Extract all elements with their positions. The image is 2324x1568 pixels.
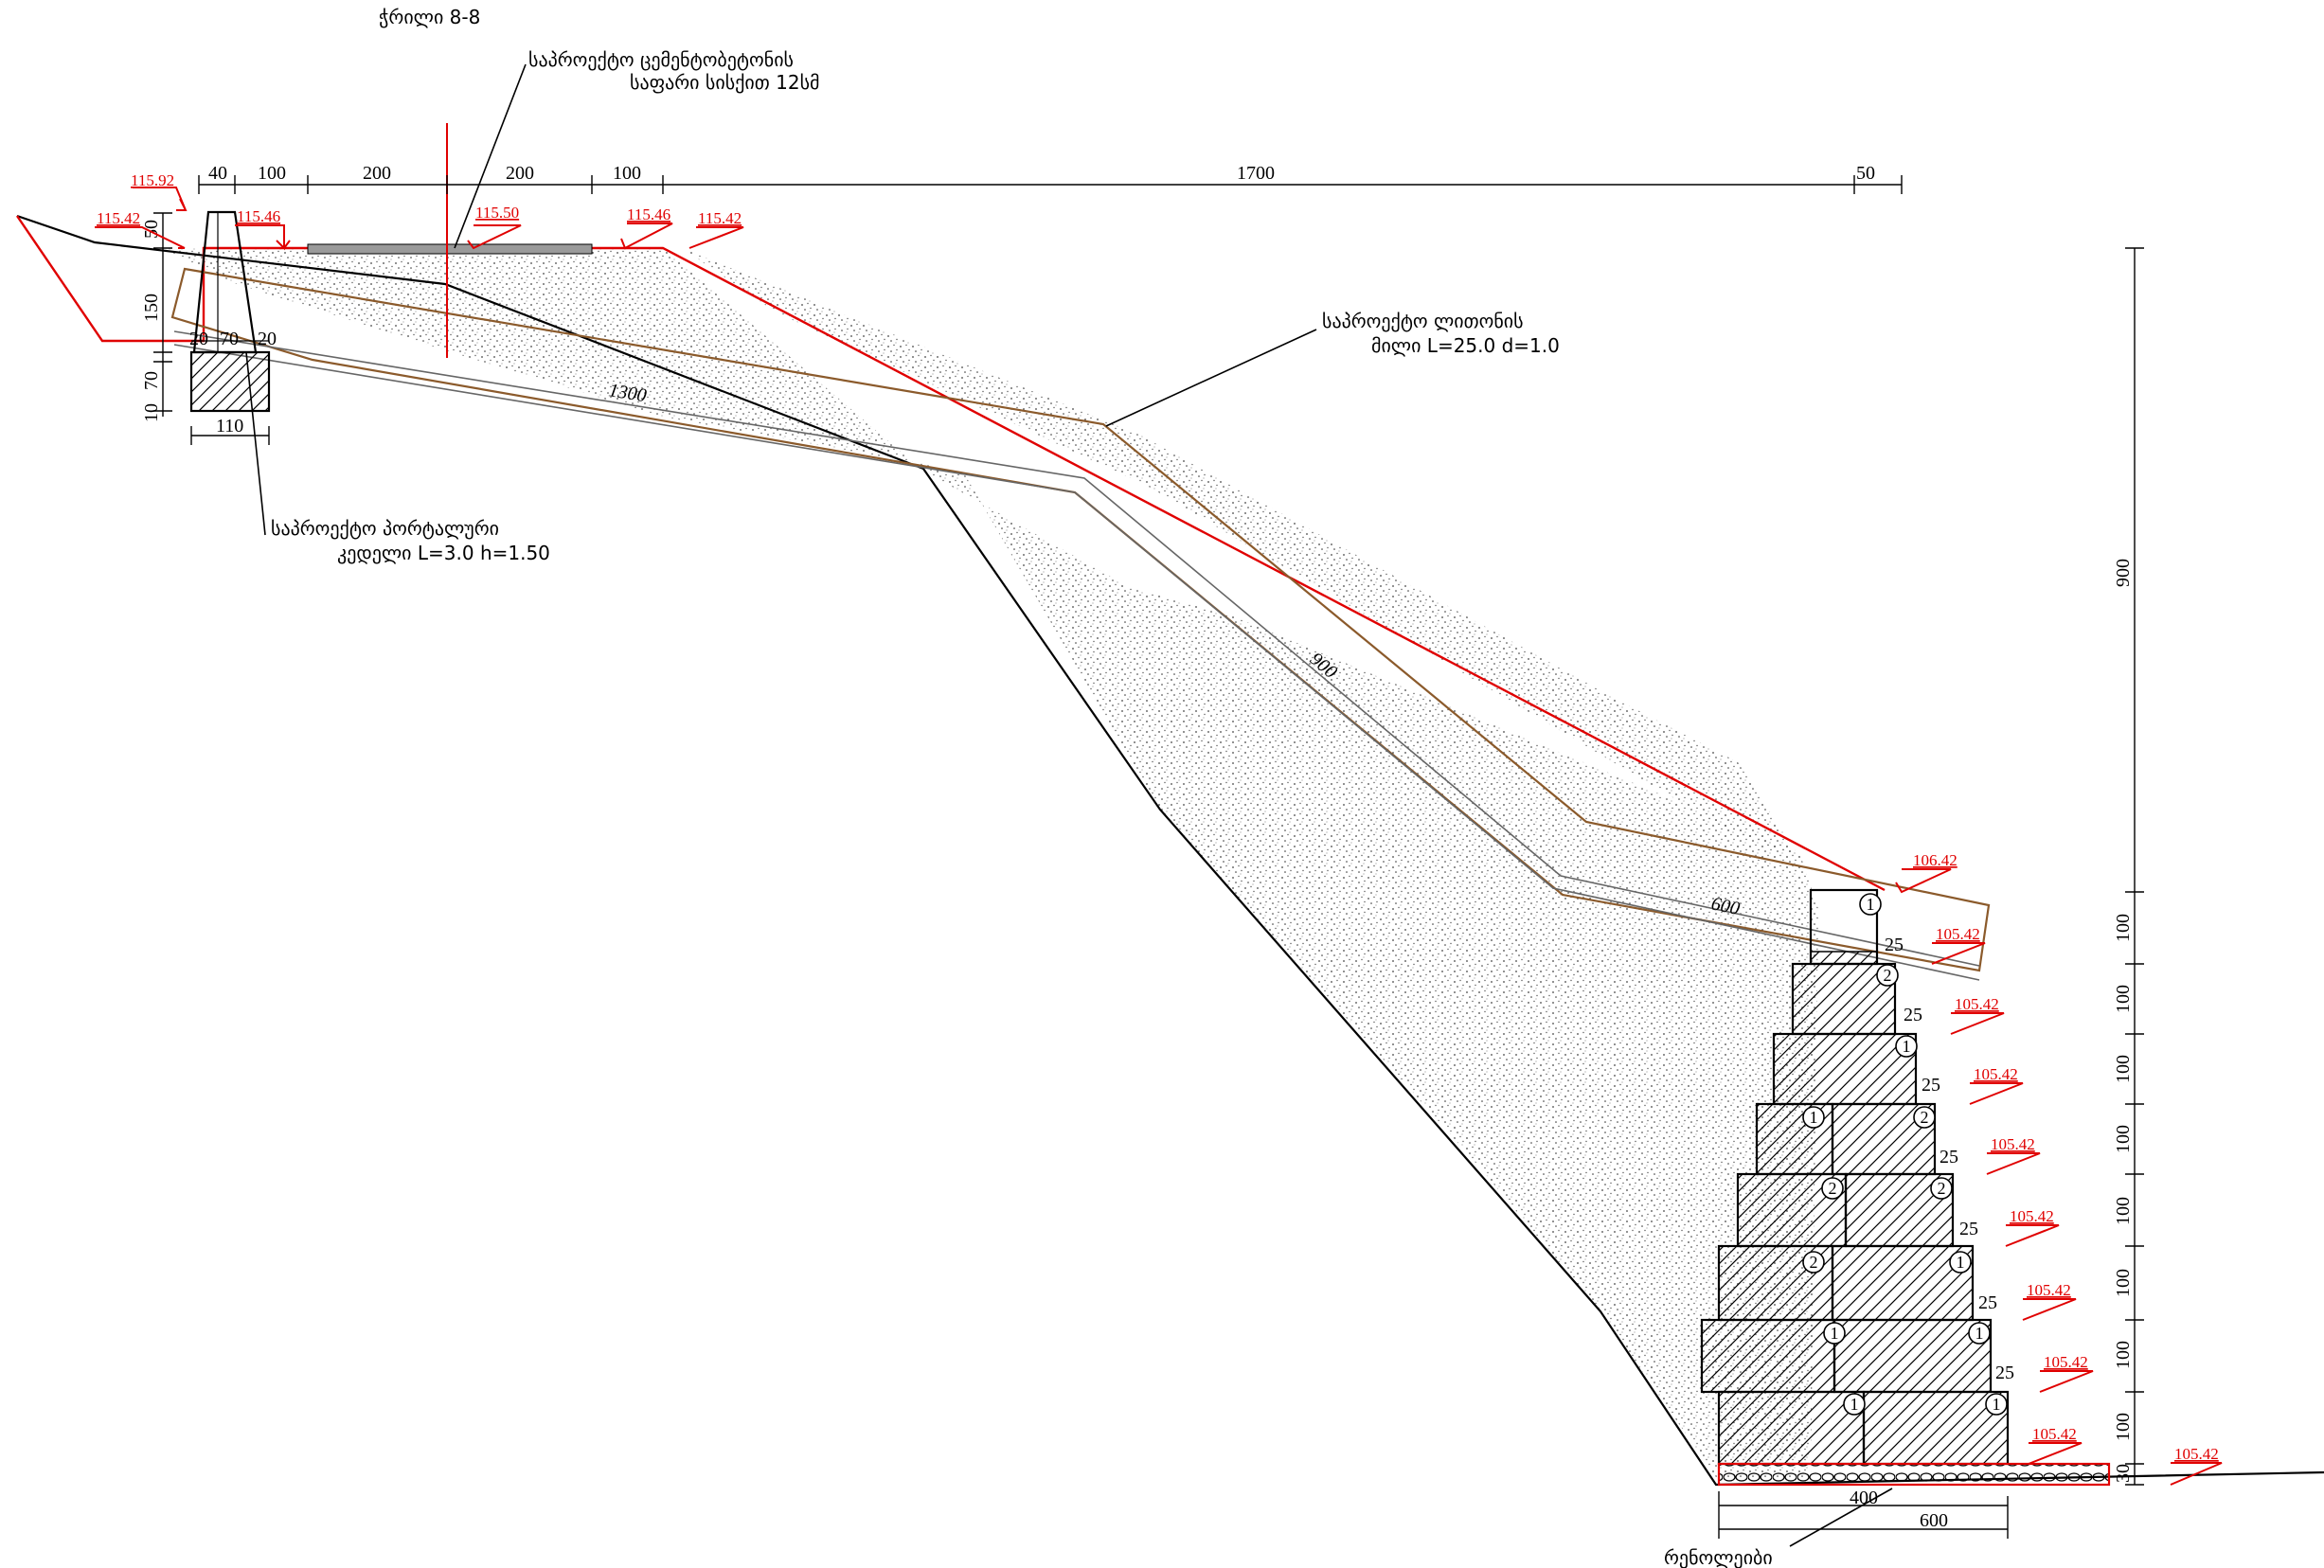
right-dim-100: 100 <box>2113 1055 2134 1083</box>
top-dim-1700: 1700 <box>1237 163 1275 184</box>
left-dim-70: 70 <box>141 371 162 390</box>
top-dimension-line <box>198 175 1903 194</box>
block-number: 2 <box>1810 1253 1818 1272</box>
top-dim-50: 50 <box>1856 163 1875 184</box>
elevation-label: 105.42 <box>2044 1353 2088 1371</box>
elevation-label: 105.42 <box>1991 1135 2035 1153</box>
elevation-label: 115.46 <box>627 205 670 223</box>
elevation-label: 105.42 <box>2174 1445 2219 1463</box>
right-dim-100: 100 <box>2113 1125 2134 1153</box>
step-offset: 25 <box>1904 1005 1922 1025</box>
leader-lines <box>245 63 1893 1547</box>
portal-note-line1: საპროექტო პორტალური <box>271 517 499 540</box>
backfill-sand <box>161 248 1818 1477</box>
left-dim-110: 110 <box>216 416 243 437</box>
right-dim-100: 100 <box>2113 1269 2134 1297</box>
step-offset: 25 <box>1885 935 1904 955</box>
pipe-note-line1: საპროექტო ლითონის <box>1322 310 1524 332</box>
block-number: 1 <box>1831 1324 1839 1343</box>
left-dim-70w: 70 <box>220 329 239 349</box>
elevation-label: 106.42 <box>1913 851 1958 869</box>
top-dim-200a: 200 <box>363 163 391 184</box>
concrete-pavement <box>307 243 593 255</box>
gabion-wall <box>1700 888 2111 1487</box>
block-number: 2 <box>1829 1179 1837 1198</box>
elevation-label: 105.42 <box>1974 1065 2018 1083</box>
section-title: ჭრილი 8-8 <box>379 6 480 28</box>
right-dim-100: 100 <box>2113 1341 2134 1369</box>
block-number: 2 <box>1938 1179 1946 1198</box>
block-number: 1 <box>1810 1108 1818 1127</box>
block-number: 1 <box>1867 895 1875 914</box>
step-offset: 25 <box>1959 1219 1978 1239</box>
existing-ground-line <box>16 214 2324 1487</box>
design-surface-line <box>16 215 1886 892</box>
elevation-label: 105.42 <box>2010 1207 2054 1225</box>
elevation-label: 105.42 <box>1936 925 1980 943</box>
top-dim-200b: 200 <box>506 163 534 184</box>
step-offset: 25 <box>1922 1075 1940 1096</box>
left-dim-10: 10 <box>141 403 162 422</box>
base-dimension-lines <box>1718 1491 2009 1539</box>
block-number: 1 <box>1850 1395 1859 1414</box>
portal-note-line2: კედელი L=3.0 h=1.50 <box>337 542 550 564</box>
elevation-label: 105.42 <box>2032 1425 2077 1443</box>
step-offset: 25 <box>1995 1363 2014 1383</box>
right-dimension-lines <box>2125 247 2144 1486</box>
block-number: 1 <box>1903 1037 1911 1056</box>
step-offset: 25 <box>1940 1147 1958 1167</box>
top-dim-100b: 100 <box>613 163 641 184</box>
top-dim-100a: 100 <box>258 163 286 184</box>
left-dim-20a: 20 <box>189 329 208 349</box>
right-dim-30: 30 <box>2113 1464 2134 1483</box>
base-dim-400: 400 <box>1850 1488 1878 1508</box>
block-number: 1 <box>1957 1253 1965 1272</box>
top-dim-40: 40 <box>208 163 227 184</box>
steel-pipe <box>173 330 1980 981</box>
block-number: 1 <box>1975 1324 1984 1343</box>
portal-wall <box>189 210 271 413</box>
elevation-label: 115.46 <box>237 207 280 225</box>
base-dim-600: 600 <box>1920 1510 1948 1531</box>
mattress-note: რენოლეიბი <box>1664 1546 1773 1568</box>
concrete-note-line2: საფარი სისქით 12სმ <box>630 71 819 94</box>
right-dim-100: 100 <box>2113 1413 2134 1441</box>
trench-outline <box>170 267 1991 972</box>
left-dim-20b: 20 <box>258 329 277 349</box>
concrete-note-line1: საპროექტო ცემენტობეტონის <box>528 48 794 71</box>
block-number-circles <box>1802 893 2008 1416</box>
block-number: 1 <box>1993 1395 2001 1414</box>
elevation-label: 115.42 <box>698 209 742 227</box>
elevation-label: 115.50 <box>475 204 519 222</box>
elevation-label: 115.42 <box>97 209 140 227</box>
left-dim-150: 150 <box>141 294 162 322</box>
right-dim-100: 100 <box>2113 985 2134 1013</box>
right-dim-100: 100 <box>2113 1197 2134 1225</box>
block-number: 2 <box>1884 966 1892 985</box>
left-dimension-lines <box>153 212 270 445</box>
block-number: 2 <box>1921 1108 1929 1127</box>
elevation-label: 105.42 <box>2027 1281 2071 1299</box>
elevation-label: 115.92 <box>131 171 174 189</box>
right-dim-100: 100 <box>2113 914 2134 942</box>
step-offset: 25 <box>1978 1292 1997 1313</box>
elevation-markers <box>95 187 2223 1486</box>
elevation-label: 105.42 <box>1955 995 1999 1013</box>
pipe-note-line2: მილი L=25.0 d=1.0 <box>1371 334 1560 357</box>
right-dim-900: 900 <box>2113 559 2134 587</box>
